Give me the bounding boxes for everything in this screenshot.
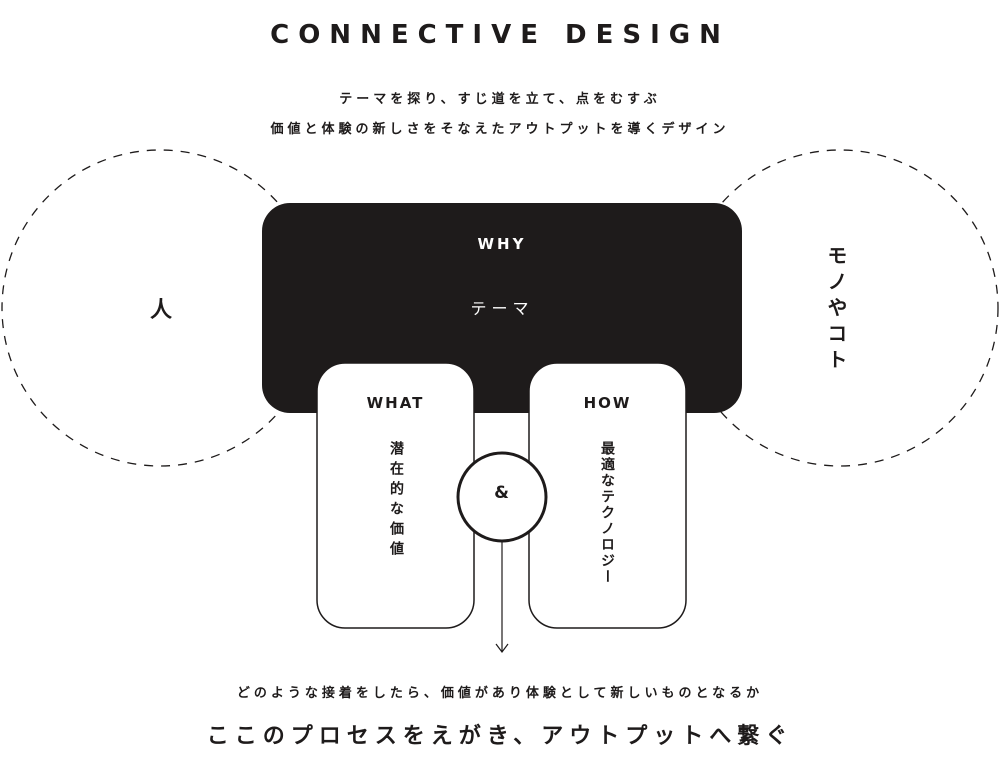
things-label: モノやコト [824,245,848,375]
what-heading: WHAT [366,394,425,412]
diagram-title: CONNECTIVE DESIGN [270,20,730,50]
footer-line-2: ここのプロセスをえがき、アウトプットへ繋ぐ [206,724,794,749]
how-label: 最適なテクノロジー [599,441,615,585]
what-label: 潜在的な価値 [388,441,404,561]
subtitle-line-2: 価値と体験の新しさをそなえたアウトプットを導くデザイン [270,122,730,137]
how-heading: HOW [583,394,632,412]
why-box [262,203,742,413]
connector-circle [456,451,548,543]
why-label: テーマ [470,299,534,318]
connector-label: & [494,483,509,503]
output-arrow-head [495,643,509,653]
subtitle-line-1: テーマを探り、すじ道を立て、点をむすぶ [339,92,661,107]
footer-line-1: どのような接着をしたら、価値があり体験として新しいものとなるか [236,686,764,701]
people-label: 人 [150,298,173,323]
why-heading: WHY [477,235,527,253]
